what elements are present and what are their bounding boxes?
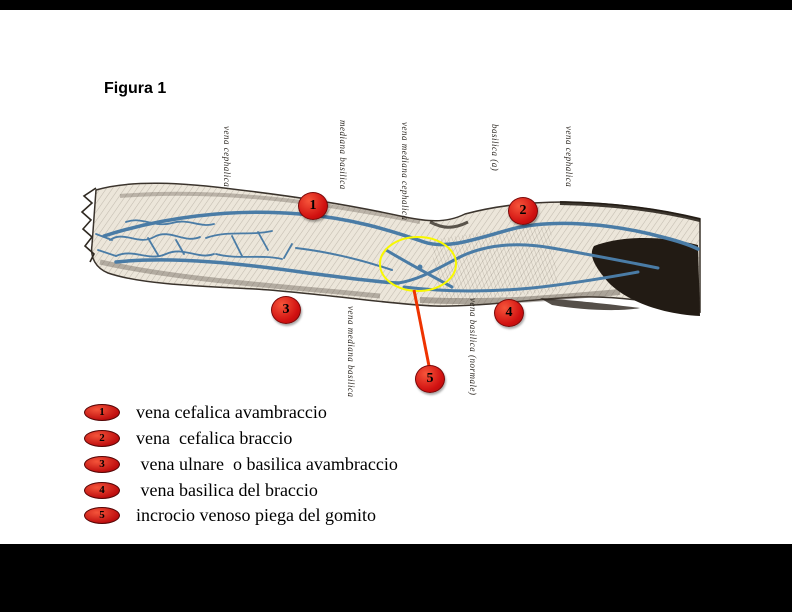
shading-bottom-right: [419, 289, 621, 305]
figure-marker-2: 2: [508, 197, 538, 225]
legend-item: 4 vena basilica del braccio: [84, 477, 318, 503]
forearm-vein-branch: [175, 239, 185, 255]
forearm-vein-branch: [109, 233, 201, 241]
median-cubital-path: [396, 243, 660, 285]
forearm-vein-branch: [257, 231, 269, 251]
dark-shadow-mass: [591, 237, 700, 316]
legend-text-4: vena basilica del braccio: [136, 479, 318, 500]
forearm-vein-branch: [231, 235, 243, 257]
legend-item: 3 vena ulnare o basilica avambraccio: [84, 451, 398, 477]
shading-bottom-left: [99, 259, 381, 299]
dark-shadow-tail: [540, 298, 640, 311]
engraving-label-4: basilica (a): [490, 124, 500, 172]
forearm-vein-branch: [283, 243, 293, 259]
legend-marker-2: 2: [84, 429, 120, 447]
figure-marker-3: 3: [271, 296, 301, 324]
top-black-bar: [0, 0, 792, 10]
figure-marker-1: 1: [298, 192, 328, 220]
forearm-vein-branch: [147, 237, 159, 256]
legend-text-5: incrocio venoso piega del gomito: [136, 504, 376, 525]
highlight-ellipse: [379, 236, 457, 292]
forearm-vein-branch: [95, 233, 113, 241]
legend-marker-3: 3: [84, 455, 120, 473]
shading-top-right: [559, 201, 701, 222]
forearm-vein-branch: [125, 219, 215, 226]
figure-marker-5: 5: [415, 365, 445, 393]
legend-marker-1: 1: [84, 403, 120, 421]
legend-text-2: vena cefalica braccio: [136, 427, 293, 448]
legend-text-1: vena cefalica avambraccio: [136, 401, 327, 422]
basilic-vein-arm-path: [402, 270, 640, 293]
basilic-vein-forearm-path: [114, 258, 400, 285]
engraving-label-5: vena cephalica: [564, 126, 574, 188]
forearm-vein-branch: [215, 253, 283, 260]
median-antebrachial-path: [295, 247, 393, 271]
shading-top: [119, 191, 421, 224]
engraving-label-2: mediana basilica: [338, 120, 348, 190]
bottom-black-bar: [0, 544, 792, 612]
legend-item: 1 vena cefalica avambraccio: [84, 399, 327, 425]
legend-marker-4: 4: [84, 481, 120, 499]
legend-marker-5: 5: [84, 506, 120, 524]
forearm-vein-branch: [97, 249, 117, 257]
forearm-vein-branch: [115, 250, 215, 258]
hand-fingers: [80, 187, 97, 263]
forearm-vein-branch: [205, 230, 273, 239]
engraving-label-3: vena mediana cephalica: [400, 122, 410, 221]
elbow-crease: [429, 220, 469, 229]
engraving-label-1: vena cephalica: [222, 126, 232, 188]
engraving-label-7: vena basilica (normale): [468, 298, 478, 396]
figure-title: Figura 1: [104, 80, 167, 97]
vein-network: [95, 210, 700, 293]
pointer-line: [412, 289, 431, 367]
arm-illustration: [80, 182, 701, 316]
legend-text-3: vena ulnare o basilica avambraccio: [136, 453, 398, 474]
legend-item: 5 incrocio venoso piega del gomito: [84, 502, 376, 528]
vein-crossing-node: [417, 264, 423, 270]
engraving-label-6: vena mediana basilica: [346, 306, 356, 398]
cephalic-vein-path: [102, 210, 700, 251]
legend-item: 2 vena cefalica braccio: [84, 425, 292, 451]
figure-marker-4: 4: [494, 299, 524, 327]
